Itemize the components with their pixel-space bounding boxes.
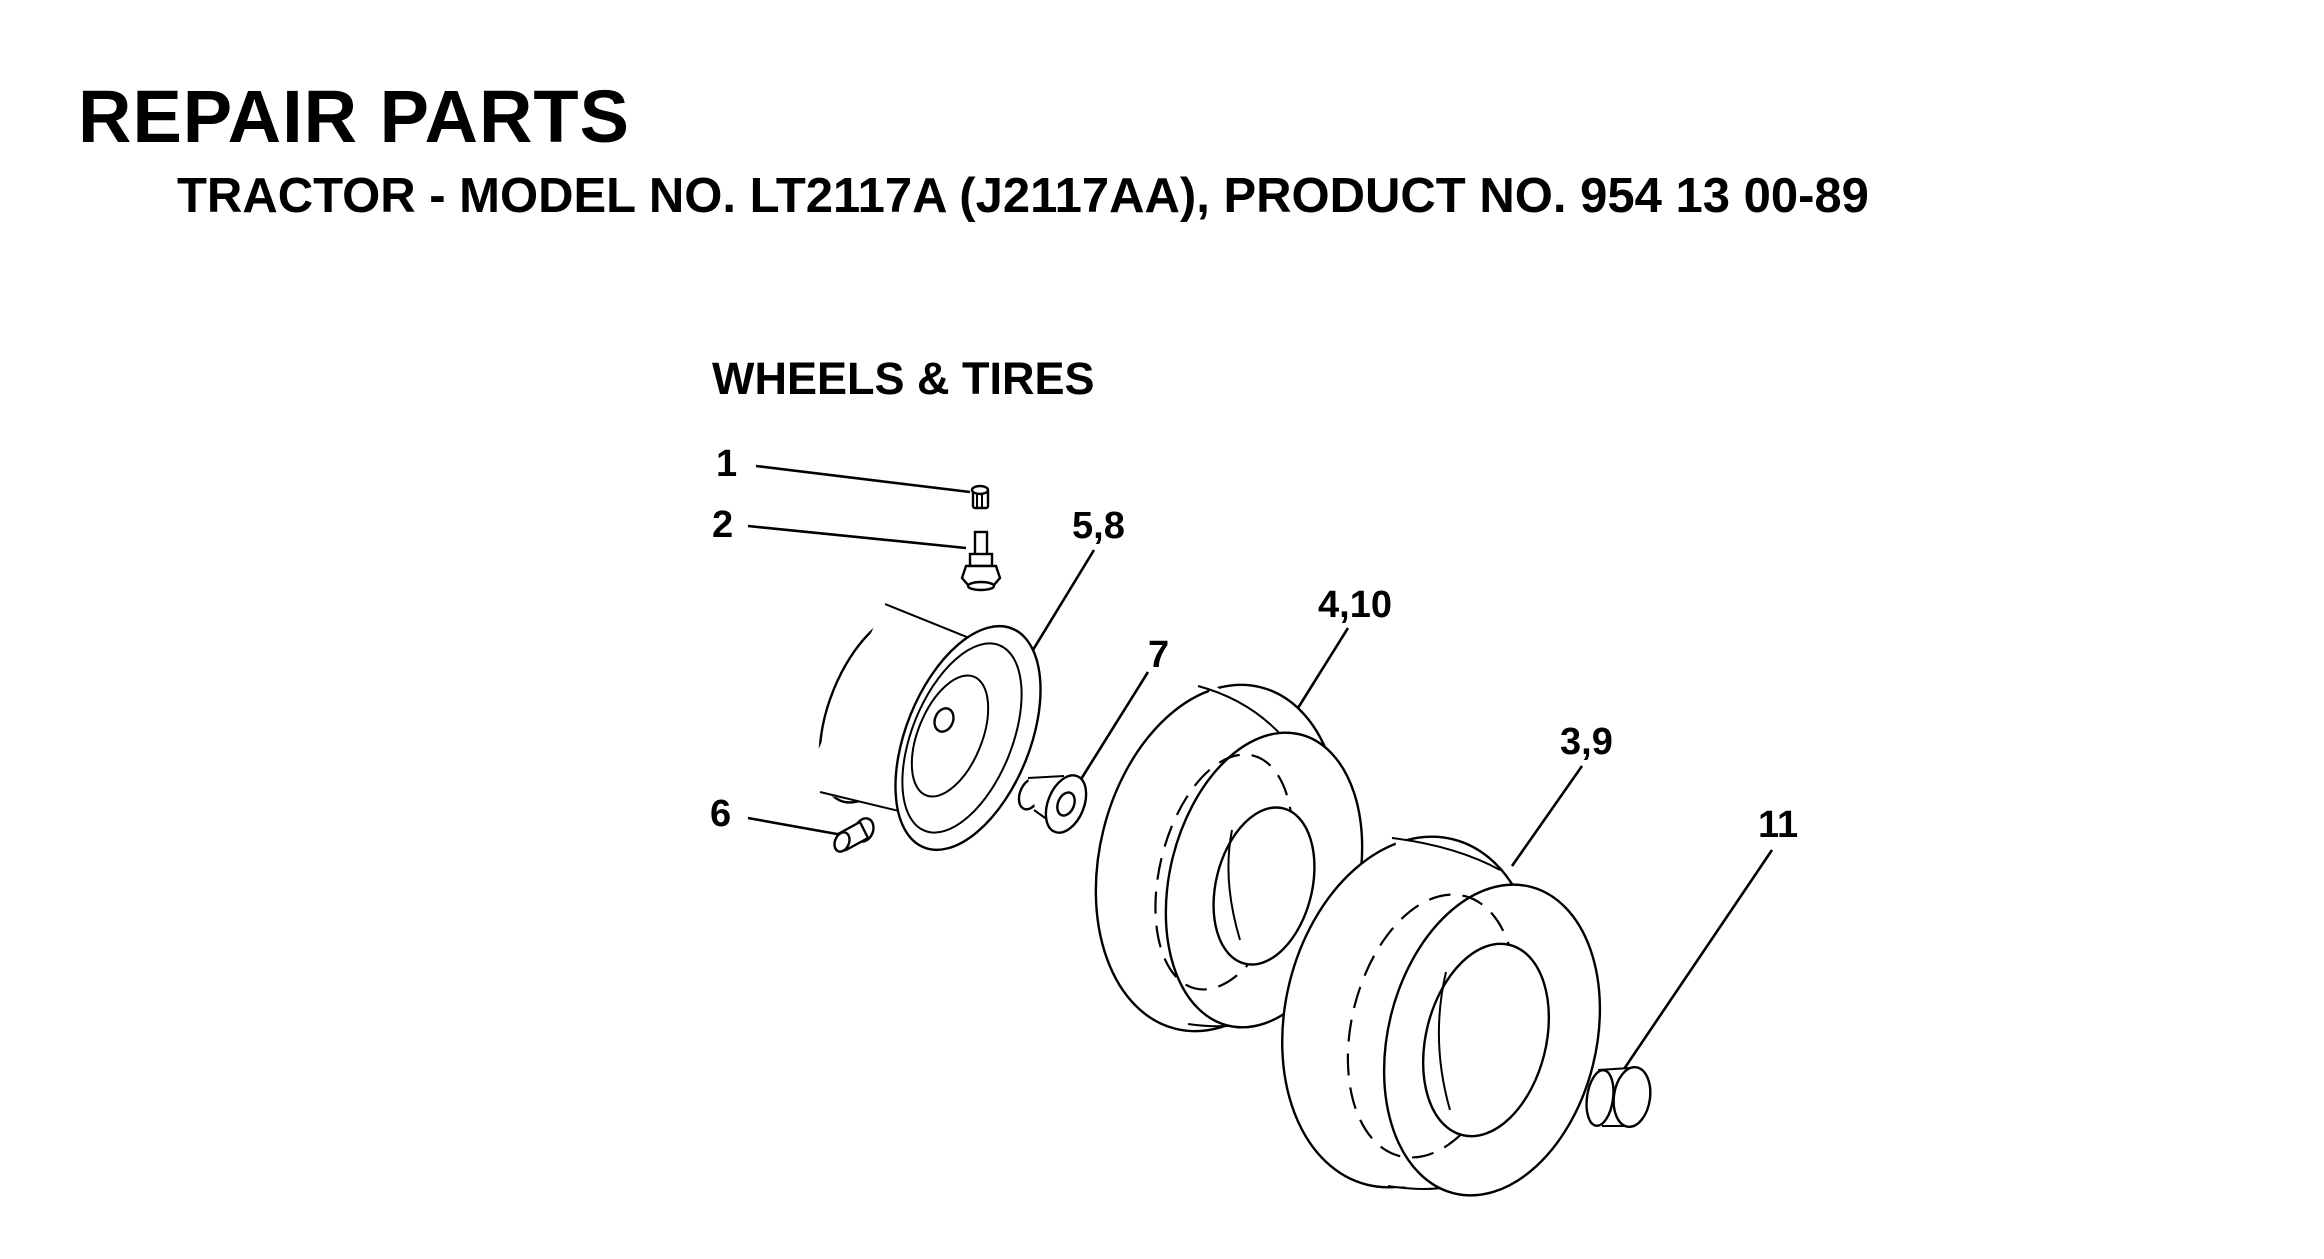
callout-7: 7 [1148,634,1169,676]
page-title: REPAIR PARTS [78,75,630,158]
valve-stem-part [960,530,1002,592]
front-tire-part [1094,682,1364,1033]
section-title: WHEELS & TIRES [712,353,1095,404]
leader-line-1 [755,464,971,494]
callout-1: 1 [716,443,737,485]
callout-3-9: 3,9 [1560,721,1613,763]
rear-tire-part [1281,835,1602,1197]
wheel-screw-part [833,817,875,853]
leader-line-3-9 [1510,765,1584,867]
valve-cap-part [970,484,990,510]
leader-line-2 [747,524,967,550]
callout-11: 11 [1758,804,1798,846]
wheel-rim-part [800,600,1042,852]
hub-cap-part [1585,1065,1652,1129]
leader-line-5-8 [1020,549,1096,669]
leader-line-7 [1076,671,1150,785]
leader-line-6 [747,816,849,838]
callout-4-10: 4,10 [1318,584,1392,626]
callout-2: 2 [712,504,733,546]
bushing-part [1017,774,1088,834]
callout-5-8: 5,8 [1072,505,1125,547]
leader-line-11 [1620,849,1774,1073]
model-product-subtitle: TRACTOR - MODEL NO. LT2117A (J2117AA), P… [177,169,1869,223]
callout-6: 6 [710,793,731,835]
